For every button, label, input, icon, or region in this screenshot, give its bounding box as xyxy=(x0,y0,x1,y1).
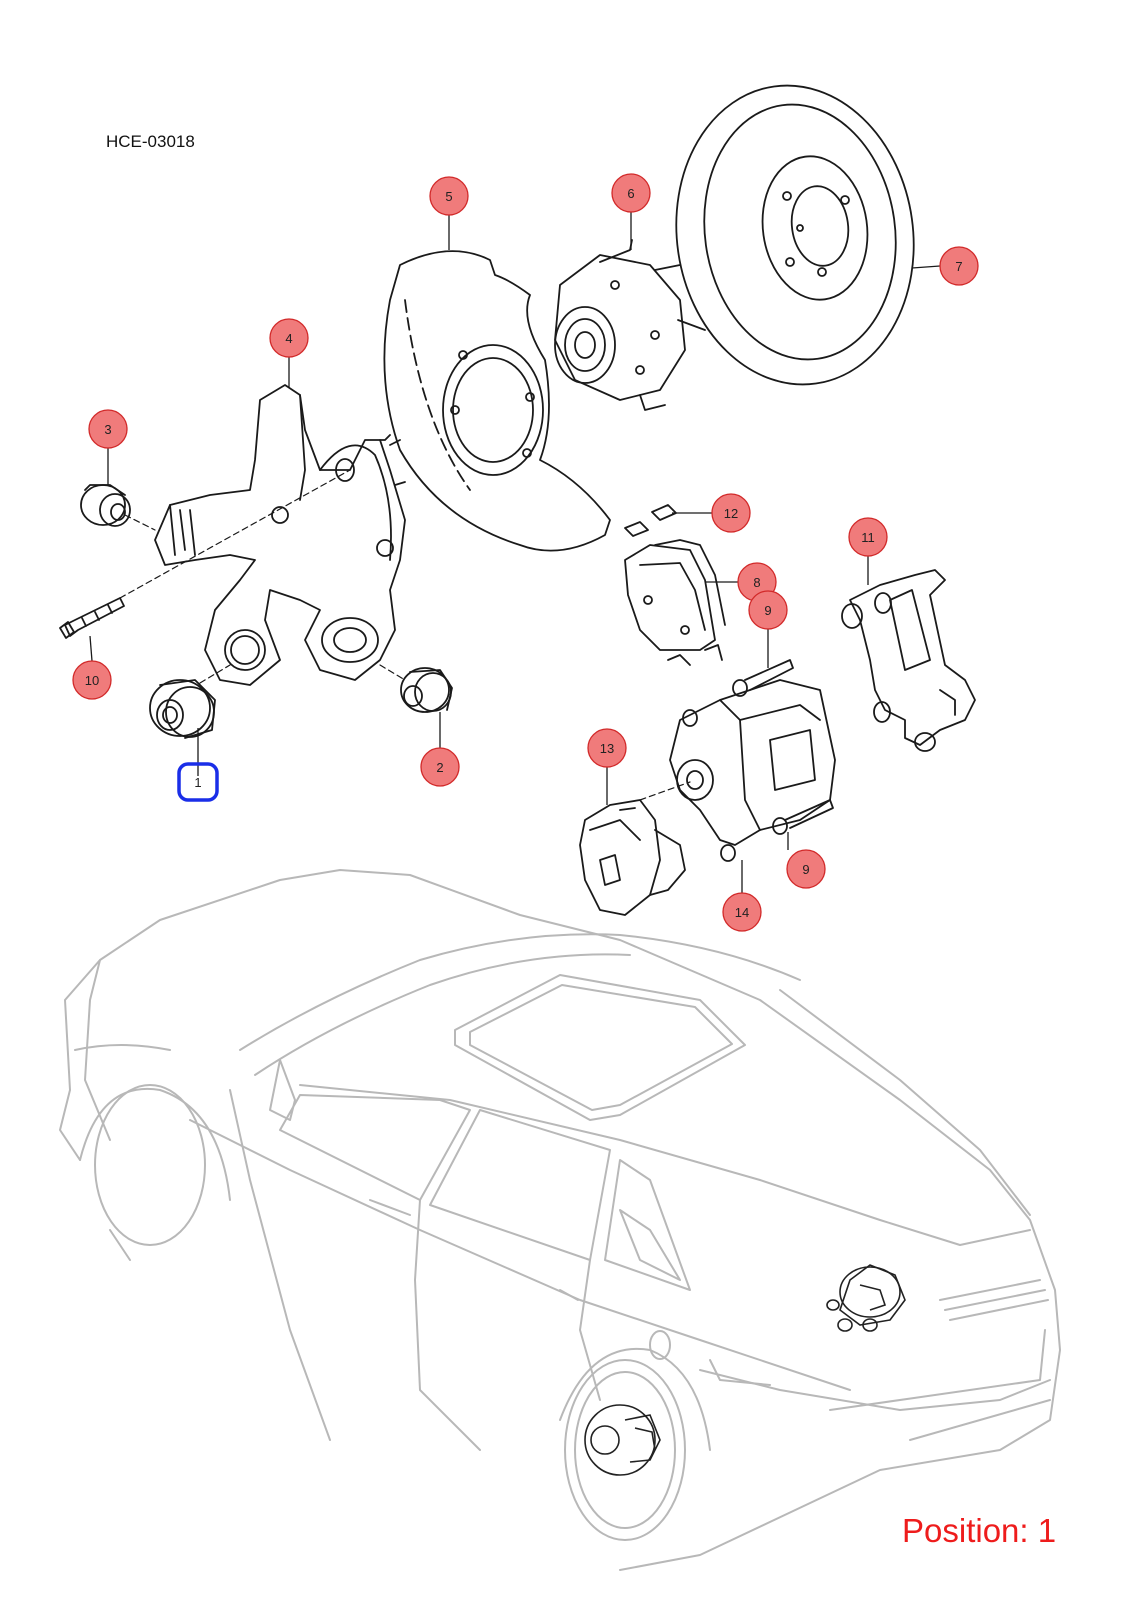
callout-13-label: 13 xyxy=(600,741,614,756)
callout-7[interactable]: 7 xyxy=(939,246,979,286)
brake-disc-drawing xyxy=(675,84,915,386)
callout-14[interactable]: 14 xyxy=(722,892,762,932)
callout-leader-lines xyxy=(89,212,941,893)
callout-12-label: 12 xyxy=(724,506,738,521)
caliper-bracket-drawing xyxy=(841,569,976,752)
callout-12[interactable]: 12 xyxy=(711,493,751,533)
callout-7-label: 7 xyxy=(955,259,962,274)
diagram-code: HCE-03018 xyxy=(106,132,195,151)
brake-pads-drawing xyxy=(624,539,726,666)
callout-3[interactable]: 3 xyxy=(88,409,128,449)
bushing-2-drawing xyxy=(400,667,453,713)
callout-1-label: 1 xyxy=(194,775,201,790)
callout-13[interactable]: 13 xyxy=(587,728,627,768)
callout-10-label: 10 xyxy=(85,673,99,688)
callout-9-lower[interactable]: 9 xyxy=(786,849,826,889)
assembly-lines xyxy=(119,469,691,801)
callout-6[interactable]: 6 xyxy=(611,173,651,213)
callout-2[interactable]: 2 xyxy=(420,747,460,787)
knuckle-drawing xyxy=(154,384,406,686)
callout-4-label: 4 xyxy=(285,331,292,346)
callout-5[interactable]: 5 xyxy=(429,176,469,216)
callout-4[interactable]: 4 xyxy=(269,318,309,358)
callout-1[interactable]: 1 xyxy=(177,762,219,802)
callout-14-label: 14 xyxy=(735,905,749,920)
callout-9-lower-label: 9 xyxy=(802,862,809,877)
callout-3-label: 3 xyxy=(104,422,111,437)
line-art-parts xyxy=(59,84,976,916)
rear-brake-assembly-on-car xyxy=(584,1264,906,1476)
callout-9-upper[interactable]: 9 xyxy=(748,590,788,630)
callout-8-label: 8 xyxy=(753,575,760,590)
callout-5-label: 5 xyxy=(445,189,452,204)
callout-10[interactable]: 10 xyxy=(72,660,112,700)
bolt-10-drawing xyxy=(59,597,125,639)
callout-11-label: 11 xyxy=(861,530,875,545)
clips-12-drawing xyxy=(624,504,677,537)
bushing-1-drawing xyxy=(149,679,216,739)
dust-shield-drawing xyxy=(383,250,611,552)
car-outline xyxy=(59,869,1061,1571)
parking-brake-motor-drawing xyxy=(579,799,686,916)
wheel-hub-drawing xyxy=(554,239,706,411)
position-label: Position: 1 xyxy=(902,1512,1057,1549)
callout-6-label: 6 xyxy=(627,186,634,201)
callout-1-selected-marker xyxy=(177,762,219,802)
callout-9-upper-label: 9 xyxy=(764,603,771,618)
bushing-3-drawing xyxy=(80,484,131,527)
callout-11[interactable]: 11 xyxy=(848,517,888,557)
callout-2-label: 2 xyxy=(436,760,443,775)
caliper-body-drawing xyxy=(669,659,836,862)
